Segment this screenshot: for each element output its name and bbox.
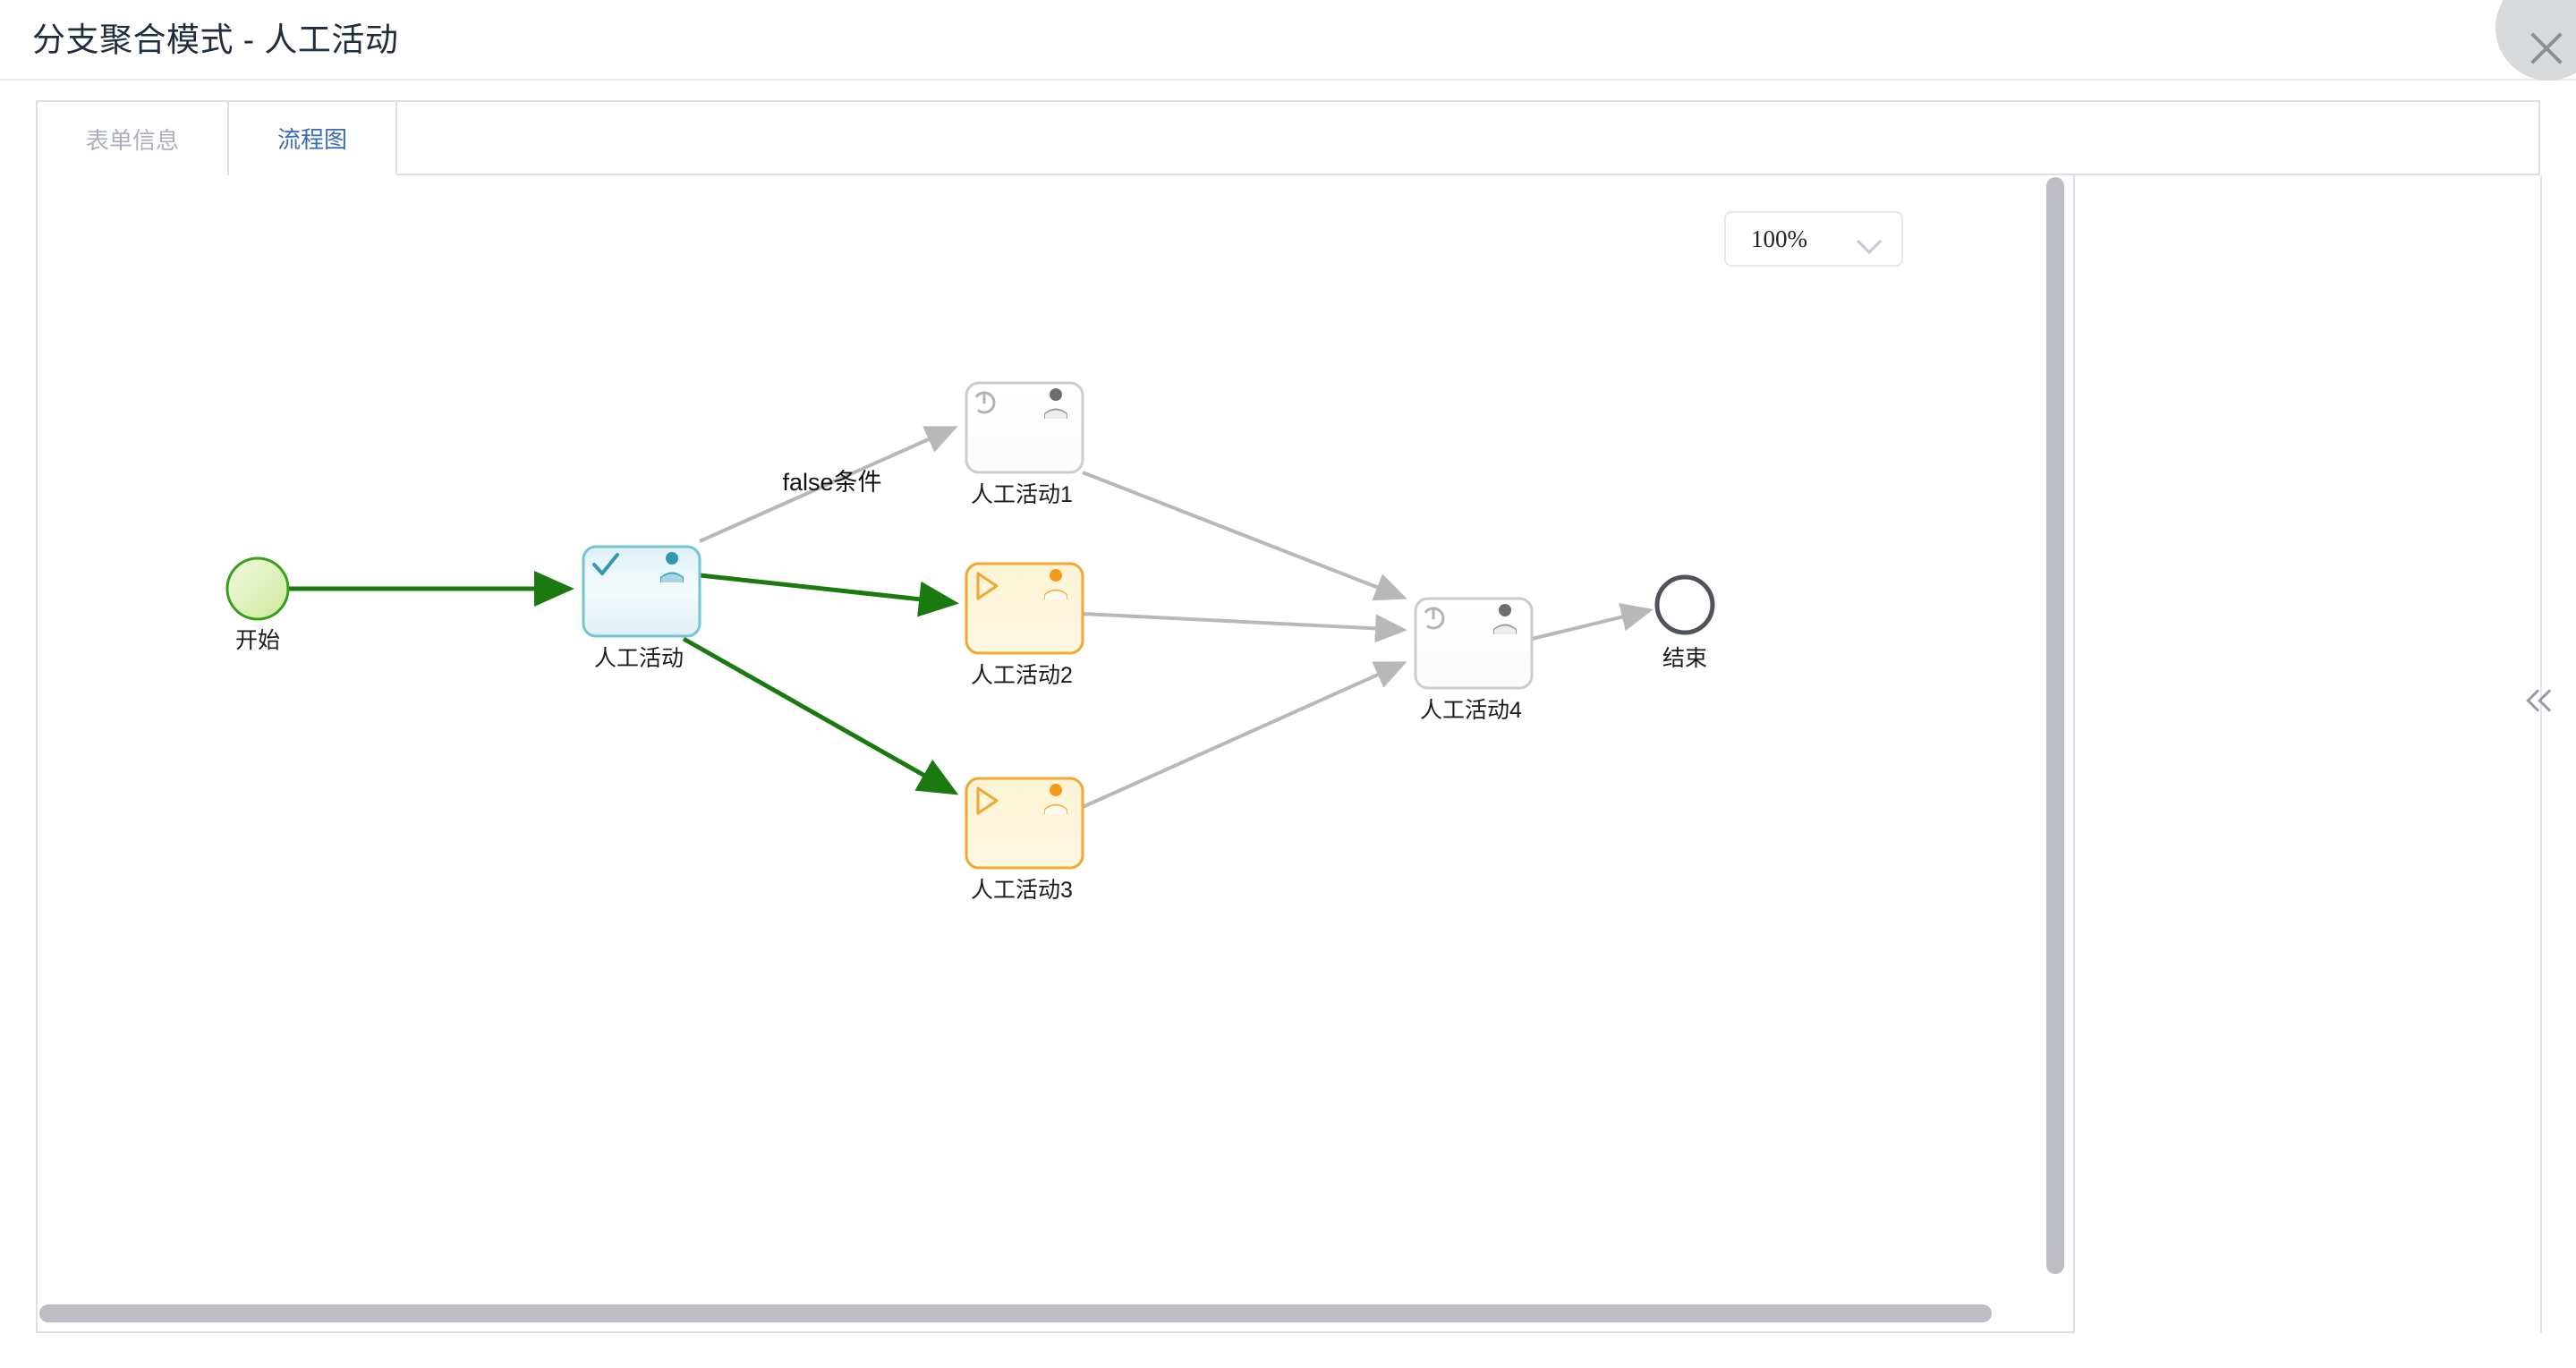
double-chevron-left-icon bbox=[2526, 685, 2561, 718]
horizontal-scrollbar-thumb[interactable] bbox=[39, 1304, 1992, 1322]
edge-task4-end[interactable] bbox=[1531, 602, 1654, 641]
edge-task2-task4[interactable] bbox=[1082, 612, 1407, 643]
node-task3[interactable]: 人工活动3 bbox=[965, 777, 1084, 903]
collapse-panel-button[interactable] bbox=[2526, 175, 2576, 1333]
edge-task0-task3[interactable] bbox=[682, 636, 959, 795]
node-task1[interactable]: 人工活动1 bbox=[965, 381, 1084, 507]
node-end-label: 结束 bbox=[1662, 646, 1707, 671]
tab-form-info[interactable]: 表单信息 bbox=[36, 100, 230, 175]
node-task2-label: 人工活动2 bbox=[971, 663, 1073, 688]
edge-task0-task2[interactable] bbox=[699, 573, 959, 617]
user-icon bbox=[1044, 569, 1067, 599]
user-icon bbox=[1493, 604, 1517, 634]
vertical-scrollbar-thumb[interactable] bbox=[2046, 177, 2064, 1274]
power-icon bbox=[1422, 607, 1445, 630]
tab-filler bbox=[397, 100, 2540, 175]
horizontal-scrollbar[interactable] bbox=[38, 1304, 2073, 1328]
play-icon bbox=[976, 786, 999, 815]
node-task3-label: 人工活动3 bbox=[971, 878, 1073, 903]
close-glyph bbox=[2526, 27, 2567, 68]
node-task1-label: 人工活动1 bbox=[971, 482, 1073, 507]
play-icon bbox=[976, 572, 999, 600]
edge-task3-task4[interactable] bbox=[1082, 661, 1407, 809]
tab-bar: 表单信息 流程图 bbox=[36, 100, 2540, 175]
zoom-level-value: 100% bbox=[1751, 225, 1807, 252]
node-task4[interactable]: 人工活动4 bbox=[1414, 597, 1534, 723]
user-icon bbox=[1044, 388, 1067, 419]
chevron-down-icon bbox=[1856, 228, 1883, 255]
page-title: 分支聚合模式 - 人工活动 bbox=[32, 21, 399, 58]
power-icon bbox=[973, 391, 996, 414]
node-task0[interactable]: 人工活动 bbox=[582, 545, 701, 671]
dialog-header: 分支聚合模式 - 人工活动 bbox=[0, 0, 2576, 81]
node-start-label: 开始 bbox=[235, 628, 280, 653]
node-start[interactable]: 开始 bbox=[225, 557, 290, 653]
node-end[interactable]: 结束 bbox=[1654, 574, 1715, 671]
flow-canvas[interactable]: false条件 开始 人工活动 bbox=[36, 175, 2075, 1333]
edge-task0-task1[interactable] bbox=[699, 426, 958, 543]
user-icon bbox=[660, 552, 684, 582]
node-task0-label: 人工活动 bbox=[594, 646, 684, 671]
zoom-level-select[interactable]: 100% bbox=[1724, 211, 1903, 267]
node-task4-label: 人工活动4 bbox=[1420, 698, 1522, 723]
tab-flow-chart[interactable]: 流程图 bbox=[229, 100, 398, 175]
edge-task1-task4[interactable] bbox=[1082, 471, 1407, 601]
node-task2[interactable]: 人工活动2 bbox=[965, 562, 1084, 688]
vertical-scrollbar[interactable] bbox=[2046, 175, 2070, 1287]
flow-diagram-svg: false条件 开始 人工活动 bbox=[225, 381, 1715, 903]
user-icon bbox=[1044, 784, 1067, 814]
edge-label-false-condition: false条件 bbox=[782, 469, 881, 496]
check-icon bbox=[592, 553, 619, 575]
